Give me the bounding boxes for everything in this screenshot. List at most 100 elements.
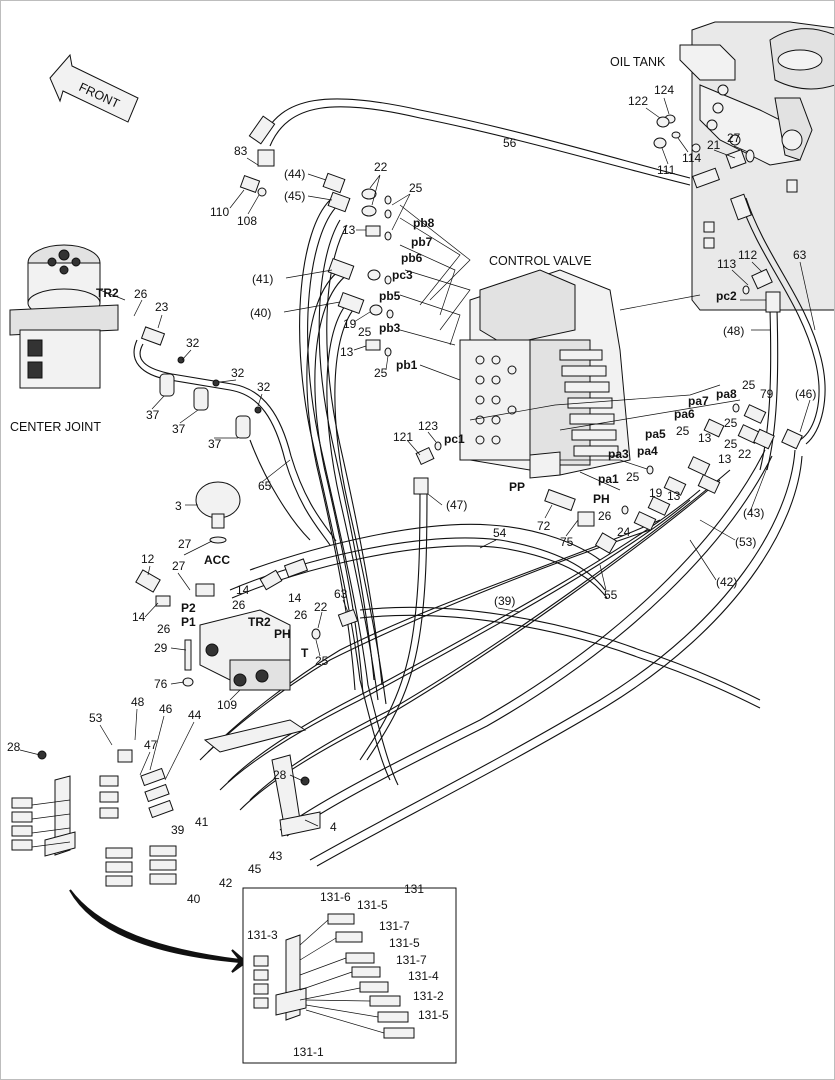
callout-41p: (41): [252, 272, 273, 286]
callout-26-ph: 26: [598, 509, 612, 523]
callout-27-tank: 27: [727, 131, 741, 145]
callout-131-7b: 131-7: [396, 953, 427, 967]
callout-109: 109: [217, 698, 237, 712]
callout-22-top: 22: [374, 160, 388, 174]
callout-43: 43: [269, 849, 283, 863]
callout-13-pa4: 13: [718, 452, 732, 466]
callout-25-blk: 25: [315, 654, 329, 668]
label-pc2: pc2: [716, 289, 737, 303]
callout-25-pb1: 25: [374, 366, 388, 380]
callout-32a: 32: [186, 336, 200, 350]
callout-25-pa5: 25: [676, 424, 690, 438]
callout-14c: 14: [288, 591, 302, 605]
callout-labels: 124 122 114 111 21 27 56 83 110 108 (44)…: [7, 83, 816, 1059]
callout-46p: (46): [795, 387, 816, 401]
callout-44p: (44): [284, 167, 305, 181]
callout-79: 79: [760, 387, 774, 401]
callout-37a: 37: [146, 408, 160, 422]
callout-42: 42: [219, 876, 233, 890]
pilot-block: [135, 558, 359, 691]
callout-25-pa8: 25: [742, 378, 756, 392]
callout-55: 55: [604, 588, 618, 602]
callout-110: 110: [210, 205, 229, 219]
control-valve: [459, 269, 631, 479]
detail-131-parts: [253, 913, 415, 1039]
callout-131-4: 131-4: [408, 969, 439, 983]
label-pc3: pc3: [392, 268, 413, 282]
callout-25-pa3: 25: [626, 470, 640, 484]
callout-131: 131: [404, 882, 424, 896]
callout-22-pa4: 22: [738, 447, 752, 461]
callout-131-2: 131-2: [413, 989, 444, 1003]
center-joint: [9, 244, 126, 389]
label-pb1: pb1: [396, 358, 418, 372]
callout-14a: 14: [236, 583, 250, 597]
callout-48: 48: [131, 695, 145, 709]
callout-42p: (42): [716, 575, 737, 589]
callout-44: 44: [188, 708, 202, 722]
callout-32c: 32: [257, 380, 271, 394]
callout-131-6: 131-6: [320, 890, 351, 904]
callout-39p: (39): [494, 594, 515, 608]
oil-tank-label: OIL TANK: [610, 55, 666, 69]
callout-75: 75: [560, 535, 574, 549]
label-pc1: pc1: [444, 432, 465, 446]
callout-46: 46: [159, 702, 173, 716]
callout-124: 124: [654, 83, 674, 97]
label-pa7: pa7: [688, 394, 709, 408]
callout-54: 54: [493, 526, 507, 540]
label-pa3: pa3: [608, 447, 629, 461]
label-pb6: pb6: [401, 251, 423, 265]
center-joint-label: CENTER JOINT: [10, 420, 101, 434]
callout-28b: 28: [273, 768, 287, 782]
callout-13-pa1: 13: [667, 489, 681, 503]
callout-65: 65: [258, 479, 272, 493]
callout-122: 122: [628, 94, 648, 108]
label-pa8: pa8: [716, 387, 737, 401]
label-pp: PP: [509, 480, 525, 494]
callout-28a: 28: [7, 740, 21, 754]
callout-14b: 14: [132, 610, 146, 624]
label-pb7: pb7: [411, 235, 433, 249]
callout-26a: 26: [157, 622, 171, 636]
callout-41: 41: [195, 815, 209, 829]
detail-arrow: [69, 889, 248, 973]
callout-21: 21: [707, 138, 721, 152]
callout-131-5b: 131-5: [389, 936, 420, 950]
callout-32b: 32: [231, 366, 245, 380]
callout-112: 112: [738, 248, 757, 262]
control-valve-label: CONTROL VALVE: [489, 254, 592, 268]
callout-25-pa4c: 25: [724, 437, 738, 451]
callout-53: 53: [89, 711, 103, 725]
front-arrow: [49, 53, 139, 123]
callout-45: 45: [248, 862, 262, 876]
clamps: [159, 356, 262, 439]
callout-25-mid: 25: [358, 325, 372, 339]
label-pb5: pb5: [379, 289, 401, 303]
callout-37b: 37: [172, 422, 186, 436]
callout-13-top: 13: [342, 223, 356, 237]
callout-48p: (48): [723, 324, 744, 338]
callout-12: 12: [141, 552, 155, 566]
label-ph-block: PH: [274, 627, 291, 641]
label-p2: P2: [181, 601, 196, 615]
callout-26-cj: 26: [134, 287, 148, 301]
hose-ends: [99, 749, 177, 887]
label-pa6: pa6: [674, 407, 695, 421]
valve-spools: [559, 349, 619, 457]
callout-113: 113: [717, 257, 736, 271]
callout-leaders: [19, 97, 816, 827]
callout-63-right: 63: [793, 248, 807, 262]
callout-53p: (53): [735, 535, 756, 549]
callout-13-mid: 13: [340, 345, 354, 359]
callout-40p: (40): [250, 306, 271, 320]
label-pa4: pa4: [637, 444, 658, 458]
callout-123: 123: [418, 419, 438, 433]
label-pb3: pb3: [379, 321, 401, 335]
callout-25-pa4b: 25: [724, 416, 738, 430]
label-p1: P1: [181, 615, 196, 629]
callout-37c: 37: [208, 437, 222, 451]
callout-131-3: 131-3: [247, 928, 278, 942]
callout-4: 4: [330, 820, 337, 834]
